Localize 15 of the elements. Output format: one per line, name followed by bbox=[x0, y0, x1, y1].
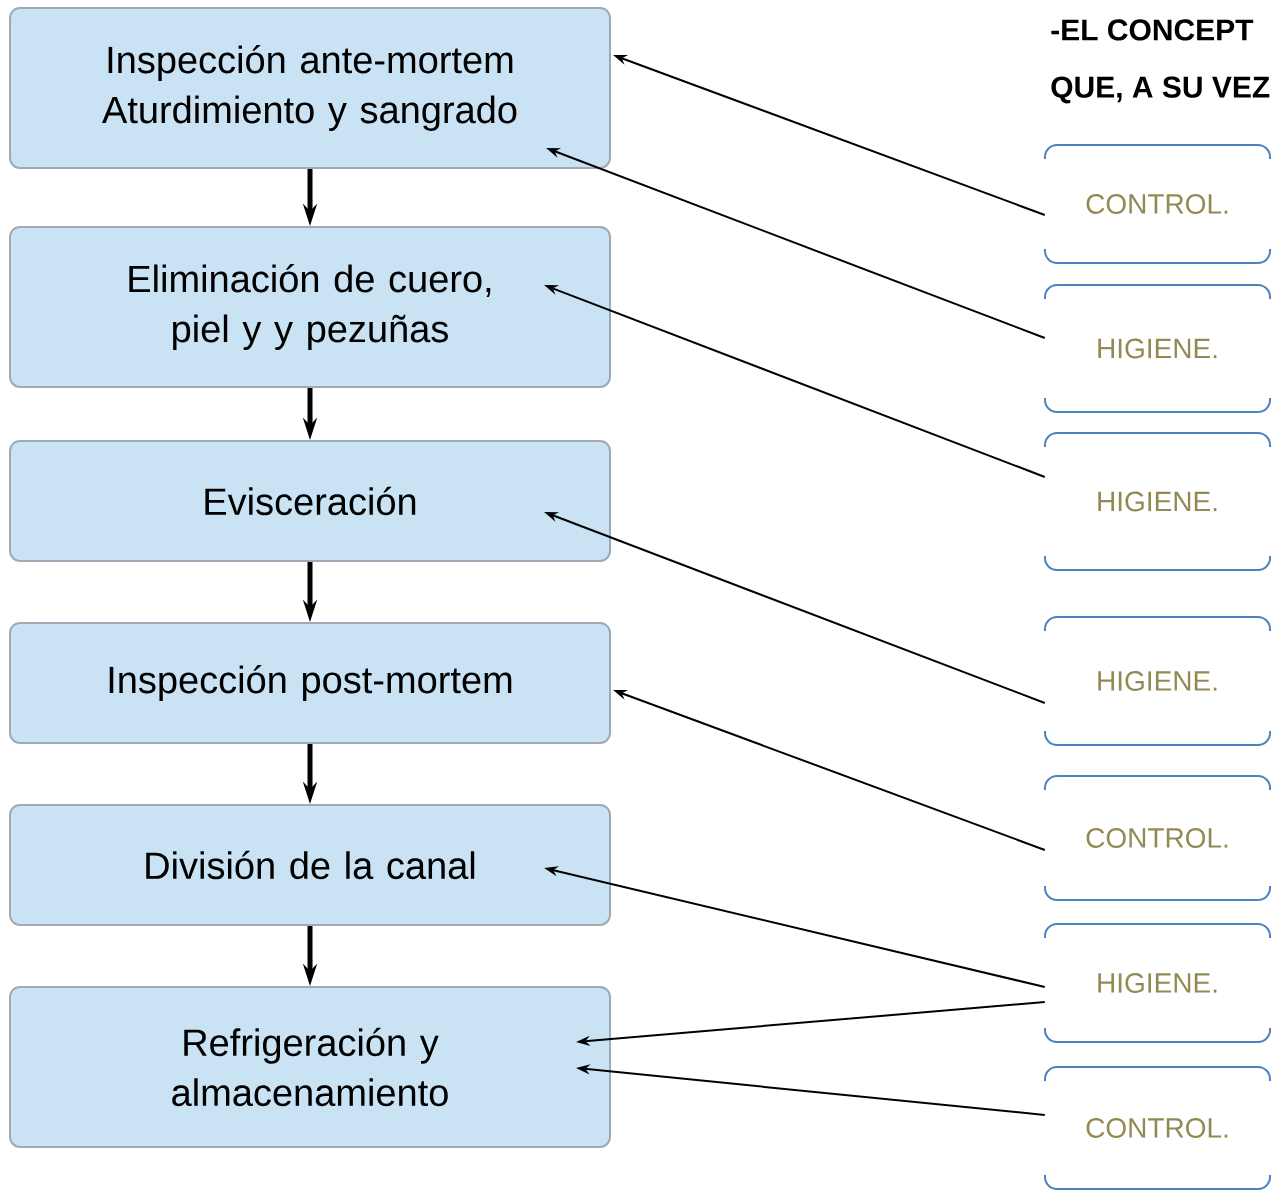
bracket-box: CONTROL. bbox=[1044, 775, 1271, 901]
process-box: Evisceración bbox=[9, 440, 611, 562]
process-box: Inspección post-mortem bbox=[9, 622, 611, 744]
bracket-box: HIGIENE. bbox=[1044, 284, 1271, 413]
process-box: Refrigeración y almacenamiento bbox=[9, 986, 611, 1148]
bracket-box: CONTROL. bbox=[1044, 1066, 1271, 1190]
heading-text: -EL CONCEPT bbox=[1051, 19, 1254, 41]
heading-text: QUE, A SU VEZ bbox=[1051, 76, 1270, 104]
bracket-box: CONTROL. bbox=[1044, 144, 1271, 264]
bracket-box: HIGIENE. bbox=[1044, 432, 1271, 571]
bracket-box: HIGIENE. bbox=[1044, 923, 1271, 1043]
process-box: Eliminación de cuero, piel y y pezuñas bbox=[9, 226, 611, 388]
process-box: División de la canal bbox=[9, 804, 611, 926]
bracket-box: HIGIENE. bbox=[1044, 616, 1271, 746]
process-box: Inspección ante-mortem Aturdimiento y sangrado bbox=[9, 7, 611, 169]
